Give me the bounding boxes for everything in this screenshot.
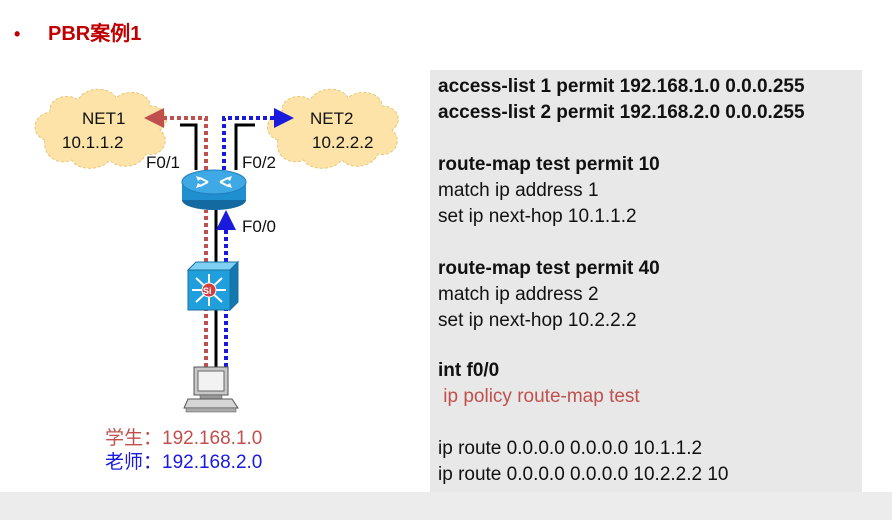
pc-icon [183, 366, 239, 413]
config-routemap10-match: match ip address 1 [438, 180, 599, 201]
net1-cloud [34, 88, 167, 169]
legend-student: 学生：192.168.1.0 [105, 428, 263, 449]
router-icon [181, 169, 247, 210]
network-diagram: NET1 10.1.1.2 NET2 10.2.2.2 F0/1 F0/2 F0… [34, 88, 399, 413]
slide-title: • PBR案例1 [14, 20, 141, 48]
config-panel: access-list 1 permit 192.168.1.0 0.0.0.2… [430, 70, 862, 492]
config-routemap40-set: set ip next-hop 10.2.2.2 [438, 310, 637, 331]
layer3-switch-icon: Si [186, 260, 240, 312]
net1-name: NET1 [82, 109, 125, 128]
interface-f00-label: F0/0 [242, 217, 276, 236]
net2-name: NET2 [310, 109, 353, 128]
teacher-path-to-net2 [222, 108, 294, 170]
interface-f02-label: F0/2 [242, 153, 276, 172]
net2-address: 10.2.2.2 [312, 133, 373, 152]
title-bullet: • [14, 24, 21, 44]
config-acl2: access-list 2 permit 192.168.2.0 0.0.0.2… [438, 102, 805, 123]
net2-cloud [267, 88, 399, 169]
config-routemap40-header: route-map test permit 40 [438, 258, 660, 279]
switch-si-label: Si [203, 286, 212, 296]
config-interface-policy: ip policy route-map test [438, 386, 640, 407]
student-path-to-net1 [144, 108, 208, 170]
link-f01 [180, 123, 198, 170]
link-f02 [234, 123, 255, 170]
footer-band [0, 492, 892, 520]
legend-teacher: 老师：192.168.2.0 [105, 452, 263, 473]
title-text: PBR案例1 [48, 23, 142, 45]
net1-address: 10.1.1.2 [62, 133, 123, 152]
config-interface-header: int f0/0 [438, 360, 500, 381]
interface-f01-label: F0/1 [146, 153, 180, 172]
config-static-route-1: ip route 0.0.0.0 0.0.0.0 10.1.1.2 [438, 438, 703, 459]
config-static-route-2: ip route 0.0.0.0 0.0.0.0 10.2.2.2 10 [438, 464, 729, 485]
config-routemap10-set: set ip next-hop 10.1.1.2 [438, 206, 637, 227]
config-routemap40-match: match ip address 2 [438, 284, 599, 305]
config-routemap10-header: route-map test permit 10 [438, 154, 660, 175]
config-acl1: access-list 1 permit 192.168.1.0 0.0.0.2… [438, 76, 805, 97]
